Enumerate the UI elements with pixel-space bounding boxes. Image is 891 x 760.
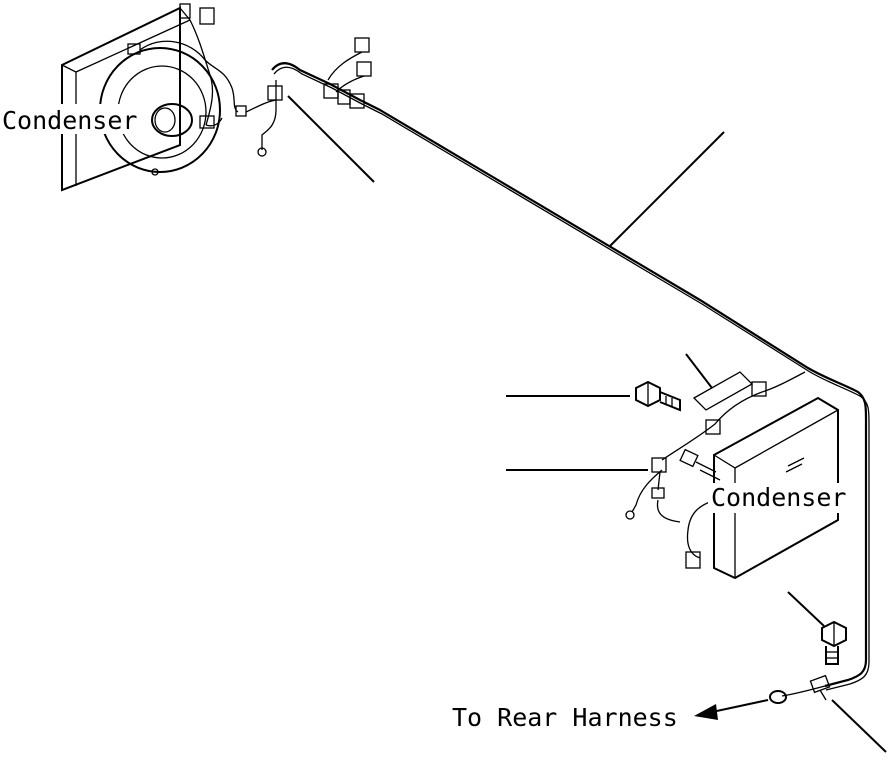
leader-lines xyxy=(287,95,887,753)
to-rear-harness-label: To Rear Harness xyxy=(452,703,678,732)
rear-harness-arrow xyxy=(694,699,769,720)
main-harness xyxy=(245,37,870,691)
left-condenser-assembly xyxy=(61,3,247,192)
condenser-right-label: Condenser xyxy=(711,483,846,512)
rear-connector xyxy=(769,674,831,704)
right-condenser-assembly xyxy=(625,371,839,580)
bolt-upper xyxy=(635,380,681,412)
bolt-lower xyxy=(821,620,847,665)
condenser-left-label: Condenser xyxy=(2,106,137,135)
